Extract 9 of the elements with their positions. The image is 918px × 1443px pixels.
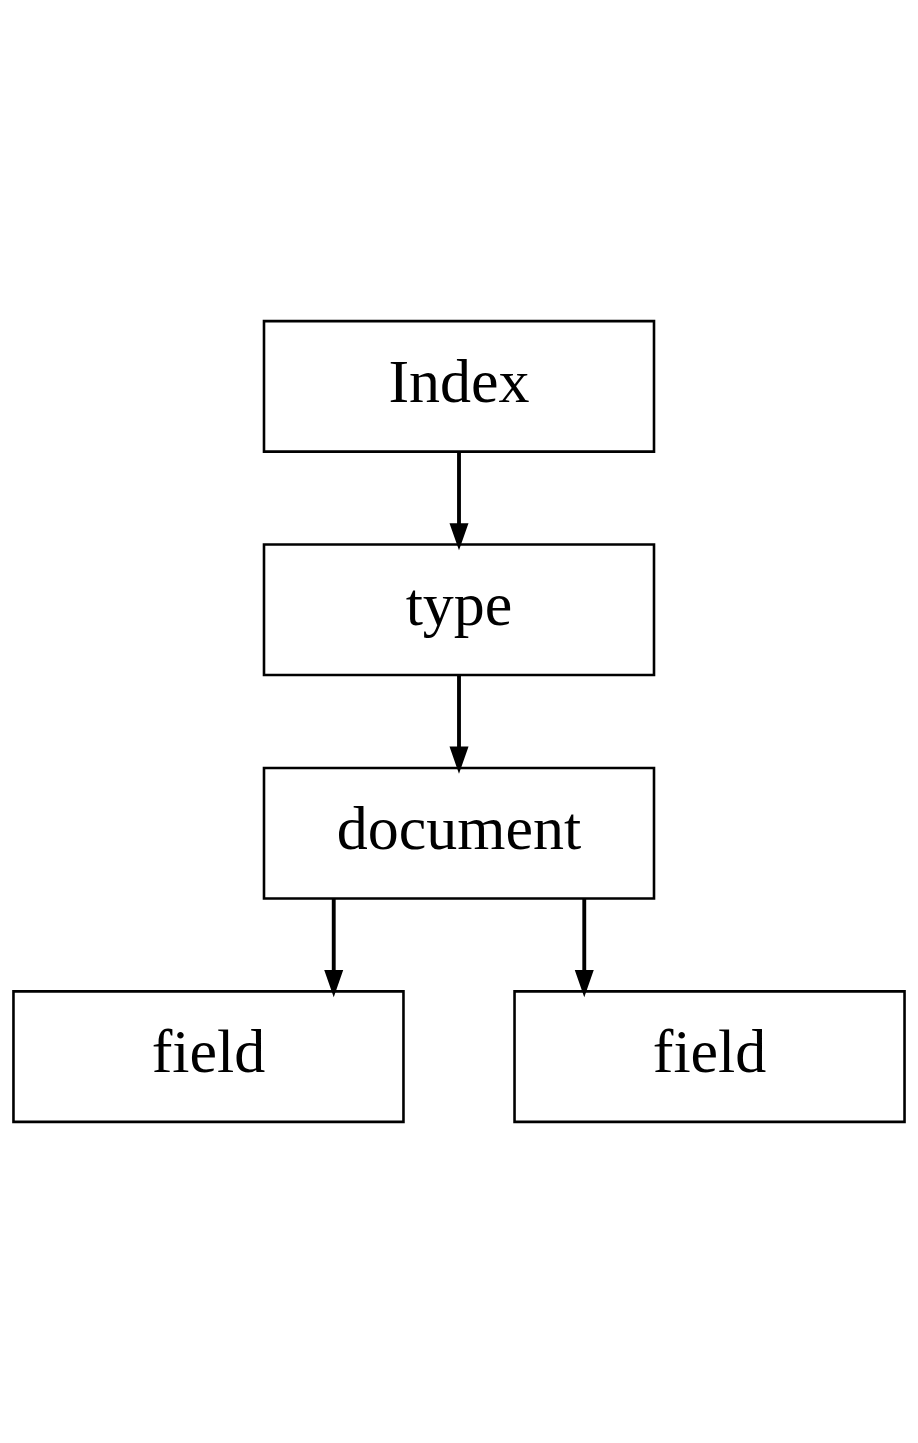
arrow xyxy=(324,898,344,998)
node-box: document xyxy=(262,766,656,900)
node-box: Index xyxy=(262,319,656,453)
node-box: field xyxy=(12,990,405,1124)
arrow xyxy=(449,451,469,551)
node-box: type xyxy=(262,543,656,677)
node-box: field xyxy=(513,990,906,1124)
arrow xyxy=(574,898,594,998)
arrow xyxy=(449,675,469,774)
